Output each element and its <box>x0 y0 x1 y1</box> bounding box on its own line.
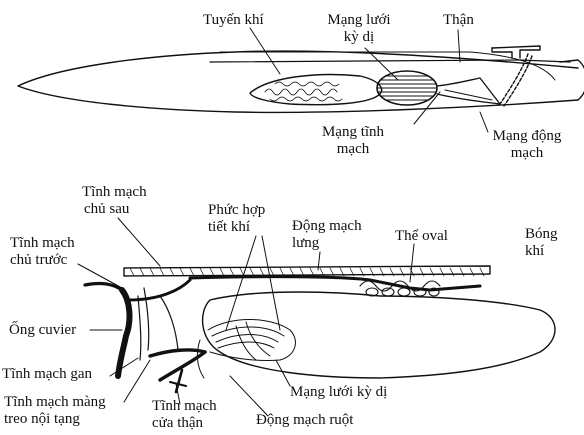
rete-stripes <box>377 76 437 100</box>
label-swim-bladder: Bóng khí <box>525 226 558 260</box>
label-venous-network: Mạng tĩnh mạch <box>313 124 393 158</box>
gas-gland-texture <box>265 82 342 101</box>
mesenteric-vein <box>150 350 205 356</box>
label-renal-portal-vein: Tĩnh mạch cửa thận <box>152 398 217 432</box>
duct-of-cuvier <box>118 290 129 376</box>
dorsal-aorta <box>124 266 490 276</box>
label-posterior-cardinal-vein: Tĩnh mạch chủ sau <box>82 184 147 218</box>
label-top-rete-mirabile: Mạng lưới kỳ dị <box>318 12 400 46</box>
label-anterior-cardinal-vein: Tĩnh mạch chủ trước <box>10 235 75 269</box>
label-bottom-rete-mirabile: Mạng lưới kỳ dị <box>290 384 387 401</box>
label-mesenteric-vein: Tĩnh mạch màng treo nội tạng <box>4 394 106 428</box>
kidney-shape <box>210 60 570 62</box>
label-arterial-network: Mạng động mạch <box>484 128 570 162</box>
label-hepatic-vein: Tĩnh mạch gan <box>2 366 92 383</box>
label-oval-body: Thể oval <box>395 228 448 245</box>
label-kidney: Thận <box>443 12 474 29</box>
label-gas-gland: Tuyến khí <box>203 12 264 29</box>
label-intestinal-artery: Động mạch ruột <box>256 412 353 429</box>
label-dorsal-aorta: Động mạch lưng <box>292 218 362 252</box>
label-duct-of-cuvier: Ống cuvier <box>9 322 76 339</box>
label-gas-secreting-complex: Phức hợp tiết khí <box>208 202 265 236</box>
